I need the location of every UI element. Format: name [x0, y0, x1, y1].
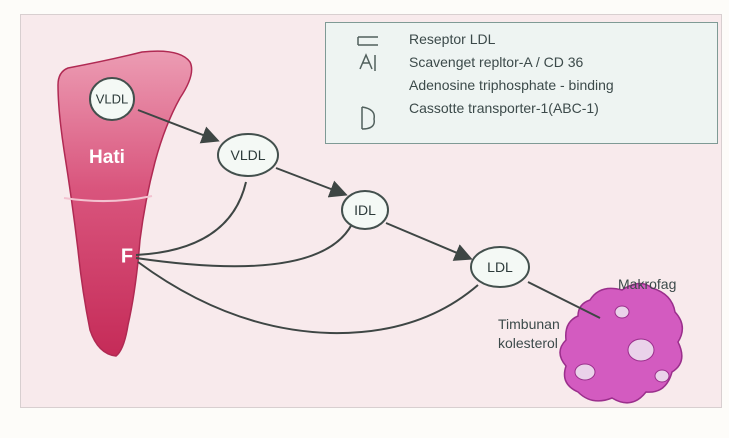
- liver-vldl-label: VLDL: [96, 92, 129, 107]
- vldl-label: VLDL: [230, 147, 265, 163]
- legend-symbols: [354, 29, 384, 139]
- legend-box: Reseptor LDL Scavenget repltor-A / CD 36…: [325, 22, 718, 144]
- legend-item-abc-transporter: Cassotte transporter-1(ABC-1): [409, 97, 599, 119]
- idl-label: IDL: [354, 202, 376, 218]
- ldl-label: LDL: [487, 259, 513, 275]
- legend-item-atp-binding: Adenosine triphosphate - binding: [409, 74, 614, 96]
- legend-item-scavenger-receptor: Scavenget repltor-A / CD 36: [409, 51, 583, 73]
- macrophage-label: Makrofag: [618, 276, 676, 292]
- macrophage-shape: [560, 283, 682, 402]
- return-curve-vldl: [136, 182, 246, 255]
- arrow-idl-to-ldl: [386, 223, 469, 258]
- return-curve-ldl: [138, 262, 478, 333]
- accumulation-label-line1: Timbunan: [498, 316, 560, 332]
- arrow-vldl-to-idl: [276, 168, 344, 194]
- return-curve-idl: [136, 224, 352, 266]
- liver-label: Hati: [89, 147, 125, 169]
- ldl-receptor-icon: [358, 37, 378, 45]
- macrophage-vacuole: [575, 364, 595, 380]
- liver-lower-label: F: [121, 246, 133, 269]
- scavenger-receptor-icon: [360, 55, 375, 71]
- abc-transporter-icon: [362, 107, 374, 129]
- macrophage-vacuole: [615, 306, 629, 318]
- macrophage-vacuole: [628, 339, 654, 361]
- legend-item-ldl-receptor: Reseptor LDL: [409, 28, 495, 50]
- accumulation-label-line2: kolesterol: [498, 335, 558, 351]
- macrophage-vacuole: [655, 370, 669, 382]
